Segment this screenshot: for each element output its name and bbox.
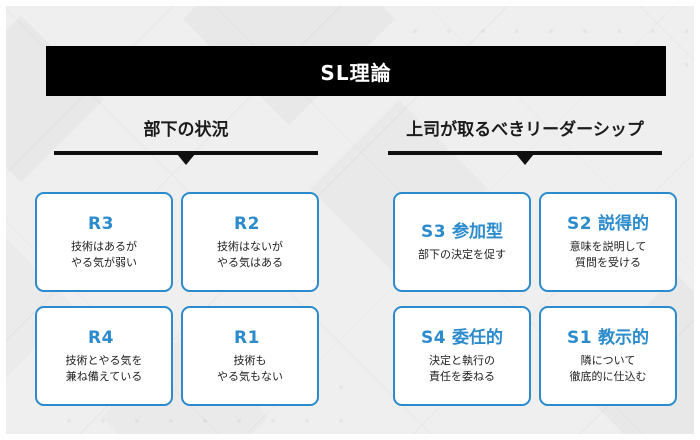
card-body: 部下の決定を促す	[418, 248, 506, 261]
card-body: 技術も やる気もない	[217, 354, 283, 383]
card-body: 意味を説明して 質問を受ける	[569, 240, 647, 269]
grid-gutter	[181, 292, 319, 306]
card-kana: 説得的	[598, 214, 650, 234]
divider-line	[388, 151, 662, 155]
card-kana: 委任的	[452, 328, 504, 348]
card-code: S1	[566, 328, 593, 348]
slide-title-bar: SL理論	[46, 46, 666, 96]
card-code: R3	[88, 214, 114, 234]
card-title: R2	[234, 213, 266, 235]
slide-title: SL理論	[320, 60, 392, 85]
grid-gutter	[327, 292, 385, 306]
card-code: R4	[88, 328, 114, 348]
chevron-down-icon	[177, 154, 195, 165]
column-heading-label: 上司が取るべきリーダーシップ	[406, 120, 644, 140]
column-heading-label: 部下の状況	[143, 120, 229, 140]
column-heading-subordinate-situation: 部下の状況	[42, 118, 330, 165]
grid-gutter	[35, 292, 173, 306]
divider-line	[54, 151, 318, 155]
column-heading-leadership-style: 上司が取るべきリーダーシップ	[376, 118, 674, 165]
grid-gutter	[539, 292, 677, 306]
card-r2[interactable]: R2 技術はないが やる気はある	[181, 192, 319, 292]
card-body: 隣について 徹底的に仕込む	[569, 354, 647, 383]
card-body: 技術はないが やる気はある	[217, 240, 283, 269]
chevron-down-icon	[516, 154, 534, 165]
card-code: S2	[566, 214, 593, 234]
card-r3[interactable]: R3 技術はあるが やる気が弱い	[35, 192, 173, 292]
card-code: R1	[234, 328, 260, 348]
grid-gutter	[327, 192, 385, 292]
grid-gutter	[327, 306, 385, 406]
card-kana: 参加型	[452, 222, 504, 242]
grid-gutter	[393, 292, 531, 306]
card-title: R3	[88, 213, 120, 235]
card-code: S3	[420, 222, 447, 242]
card-code: R2	[234, 214, 260, 234]
card-body: 決定と執行の 責任を委ねる	[429, 354, 495, 383]
card-code: S4	[420, 328, 447, 348]
card-body: 技術とやる気を 兼ね備えている	[65, 354, 143, 383]
card-title: R1	[234, 327, 266, 349]
card-title: R4	[88, 327, 120, 349]
card-kana: 教示的	[598, 328, 650, 348]
card-r1[interactable]: R1 技術も やる気もない	[181, 306, 319, 406]
column-heading-divider	[42, 151, 330, 165]
card-body: 技術はあるが やる気が弱い	[71, 240, 137, 269]
column-heading-divider	[376, 151, 674, 165]
card-r4[interactable]: R4 技術とやる気を 兼ね備えている	[35, 306, 173, 406]
